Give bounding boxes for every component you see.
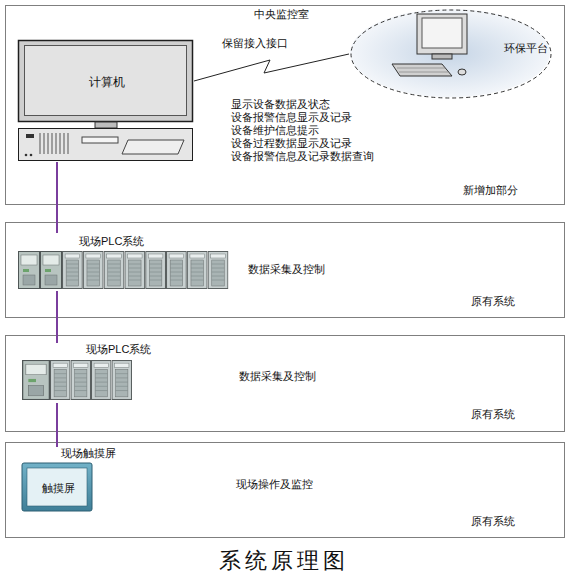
function-item: 设备报警信息及记录数据查询 bbox=[231, 150, 374, 163]
bus-wire bbox=[56, 162, 58, 233]
section-note: 原有系统 bbox=[471, 515, 515, 528]
computer-illustration bbox=[19, 41, 193, 161]
cloud-node: 环保平台 bbox=[349, 8, 553, 100]
section-note: 原有系统 bbox=[471, 408, 515, 421]
section-band: 中央监控室显示设备数据及状态设备报警信息显示及记录设备维护信息提示设备过程数据显… bbox=[5, 5, 565, 205]
device-label: 计算机 bbox=[19, 76, 194, 89]
device-title: 现场PLC系统 bbox=[86, 343, 151, 356]
function-item: 数据采集及控制 bbox=[239, 370, 316, 383]
device-title: 现场PLC系统 bbox=[79, 235, 144, 248]
device-title: 现场触摸屏 bbox=[61, 447, 116, 460]
bus-wire bbox=[56, 291, 58, 343]
section-band: 现场操作及监控原有系统 现场触摸屏触摸屏 bbox=[5, 442, 565, 538]
cloud-outline bbox=[351, 10, 551, 98]
bus-wire bbox=[56, 403, 58, 447]
computer-node: 计算机 bbox=[19, 41, 194, 162]
plc-node: 现场PLC系统 bbox=[21, 343, 156, 403]
network-link bbox=[194, 54, 349, 81]
touchscreen-illustration bbox=[22, 463, 92, 511]
function-item: 现场操作及监控 bbox=[236, 478, 313, 491]
section-note: 新增加部分 bbox=[463, 184, 518, 197]
connector-label: 保留接入接口 bbox=[222, 37, 288, 50]
plc-node: 现场PLC系统 bbox=[19, 233, 231, 291]
section-band: 数据采集及控制原有系统 现场PLC系统 bbox=[5, 335, 565, 432]
section-title: 中央监控室 bbox=[254, 8, 309, 21]
function-item: 设备过程数据显示及记录 bbox=[231, 137, 352, 150]
function-item: 设备维护信息提示 bbox=[231, 124, 319, 137]
section-note: 原有系统 bbox=[471, 295, 515, 308]
function-item: 数据采集及控制 bbox=[248, 263, 325, 276]
function-item: 设备报警信息显示及记录 bbox=[231, 111, 352, 124]
device-label: 触摸屏 bbox=[28, 482, 88, 495]
section-band: 数据采集及控制原有系统 现场PLC系统 bbox=[5, 222, 565, 318]
plc-illustration bbox=[23, 361, 132, 400]
diagram-caption: 系统原理图 bbox=[0, 549, 567, 573]
touchscreen-node: 现场触摸屏触摸屏 bbox=[21, 447, 116, 513]
cloud-fill bbox=[350, 9, 550, 97]
device-label: 环保平台 bbox=[504, 42, 548, 55]
plc-illustration bbox=[19, 252, 228, 289]
function-item: 显示设备数据及状态 bbox=[231, 98, 330, 111]
pc-icon bbox=[392, 14, 467, 76]
